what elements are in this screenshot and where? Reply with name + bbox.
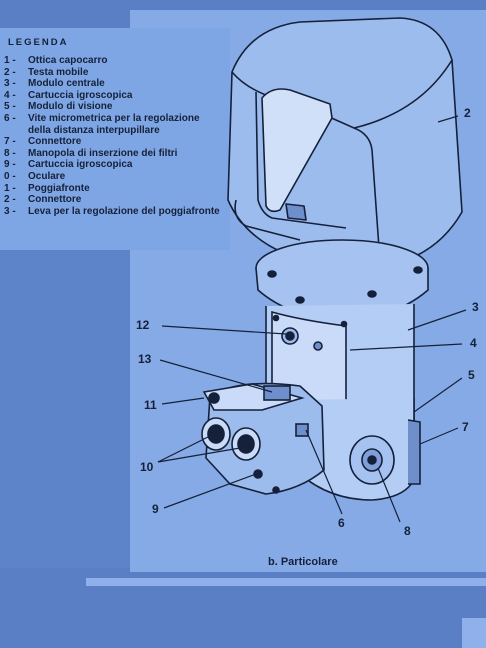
legend-item-number: 2 - bbox=[4, 66, 16, 78]
callout-2: 2 bbox=[464, 106, 471, 120]
legend-item: 8 - Manopola di inserzione dei filtri bbox=[4, 148, 220, 160]
legend-item-text: Connettore bbox=[28, 194, 82, 206]
legend-item-text: Cartuccia igroscopica bbox=[28, 89, 133, 101]
legend-item: 2 - Testa mobile bbox=[4, 67, 220, 79]
callout-6: 6 bbox=[338, 516, 345, 530]
legend-item-number: 4 - bbox=[4, 89, 16, 101]
legend-item-text: Testa mobile bbox=[28, 66, 89, 78]
legend-item-text: Modulo di visione bbox=[28, 101, 113, 113]
legend-item-text: Ottica capocarro bbox=[28, 55, 108, 66]
vision-module bbox=[299, 398, 421, 501]
legend-item-text: Cartuccia igroscopica bbox=[28, 159, 133, 171]
callout-9: 9 bbox=[152, 502, 159, 516]
legend-item-continuation: della distanza interpupillare bbox=[28, 124, 160, 136]
legend-item-number: 3 - bbox=[4, 205, 16, 217]
legend-title: LEGENDA bbox=[8, 37, 69, 48]
legend-item: 7 - Connettore bbox=[4, 136, 220, 148]
corner-strip bbox=[462, 618, 486, 648]
legend-item-text: Modulo centrale bbox=[28, 78, 105, 90]
legend-item-number: 7 - bbox=[4, 136, 16, 148]
left-background-block bbox=[0, 250, 130, 568]
legend-item-text: Poggiafronte bbox=[28, 182, 90, 194]
legend-item: 5 - Modulo di visione bbox=[4, 101, 220, 113]
callout-8: 8 bbox=[404, 524, 411, 538]
figure-caption: b. Particolare bbox=[268, 556, 338, 568]
legend-item-number: 1 - bbox=[4, 55, 16, 66]
legend-item: 1 - Poggiafronte bbox=[4, 183, 220, 195]
legend-item-number: 1 - bbox=[4, 182, 16, 194]
bottom-strip bbox=[86, 578, 486, 586]
legend-item-number: 5 - bbox=[4, 101, 16, 113]
legend-item: 2 - Connettore bbox=[4, 194, 220, 206]
eyepiece-assembly bbox=[201, 382, 325, 495]
legend-item-text: Manopola di inserzione dei filtri bbox=[28, 147, 178, 159]
callout-5: 5 bbox=[468, 368, 475, 382]
legend-item: 4 - Cartuccia igroscopica bbox=[4, 90, 220, 102]
legend-item-text: Leva per la regolazione del poggiafronte bbox=[28, 205, 220, 217]
callout-3: 3 bbox=[472, 300, 479, 314]
legend-list: 1 - Ottica capocarro 2 - Testa mobile 3 - Mod… bbox=[4, 55, 220, 217]
callout-7: 7 bbox=[462, 420, 469, 434]
legend-item-number: 8 - bbox=[4, 147, 16, 159]
legend-item-text: Vite micrometrica per la regolazione bbox=[28, 112, 200, 124]
legend-item: 9 - Cartuccia igroscopica bbox=[4, 159, 220, 171]
legend-item: 3 - Modulo centrale bbox=[4, 78, 220, 90]
legend-box bbox=[0, 28, 230, 250]
legend-item: 0 - Oculare bbox=[4, 171, 220, 183]
legend-item-number: 3 - bbox=[4, 78, 16, 90]
legend-item-number: 0 - bbox=[4, 170, 16, 182]
legend-item-text: Connettore bbox=[28, 136, 82, 148]
callout-10: 10 bbox=[140, 460, 154, 474]
legend-item-number: 6 - bbox=[4, 112, 16, 124]
callout-11: 11 bbox=[144, 398, 157, 412]
legend-item: 3 - Leva per la regolazione del poggiafro… bbox=[4, 206, 220, 218]
legend-item: 1 - Ottica capocarro bbox=[4, 55, 220, 67]
legend-item-text: Oculare bbox=[28, 170, 66, 182]
moving-head bbox=[227, 17, 463, 265]
legend-item-number: 2 - bbox=[4, 194, 16, 206]
leader-lines bbox=[157, 115, 467, 523]
callout-12: 12 bbox=[136, 318, 150, 332]
legend-item-number: 9 - bbox=[4, 159, 16, 171]
callout-13: 13 bbox=[138, 352, 152, 366]
callout-4: 4 bbox=[470, 336, 477, 350]
